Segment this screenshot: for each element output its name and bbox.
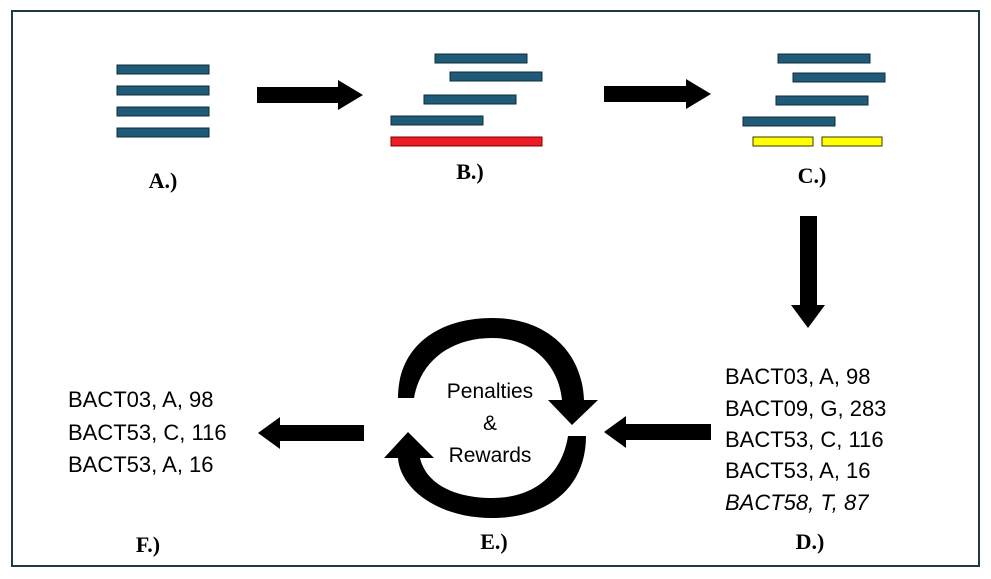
record-line: BACT53, C, 116	[725, 427, 884, 452]
cycle-text-penalties: Penalties	[447, 380, 533, 403]
consensus-bar	[752, 136, 814, 147]
read-bar	[116, 127, 210, 138]
panel-label-d: D.)	[796, 529, 825, 554]
cycle-text-ampersand: &	[483, 412, 497, 435]
panel-f-records: BACT03, A, 98 BACT53, C, 116 BACT53, A, …	[68, 387, 227, 477]
left-arrow-icon	[604, 416, 711, 448]
read-bar	[434, 53, 528, 64]
record-line: BACT03, A, 98	[725, 364, 871, 389]
record-line: BACT53, A, 16	[725, 458, 871, 483]
read-bar	[775, 95, 869, 106]
record-line: BACT09, G, 283	[725, 396, 886, 421]
consensus-bar	[821, 136, 883, 147]
panel-label-e: E.)	[480, 529, 508, 554]
panel-d-records: BACT03, A, 98 BACT09, G, 283 BACT53, C, …	[725, 364, 886, 515]
panel-b-alignment	[390, 53, 543, 147]
read-bar	[449, 71, 543, 82]
panel-label-b: B.)	[456, 159, 484, 184]
record-line: BACT53, C, 116	[68, 420, 227, 445]
down-arrow-icon	[791, 216, 825, 328]
record-line-filtered: BACT58, T, 87	[725, 490, 869, 515]
panel-label-f: F.)	[136, 532, 160, 557]
read-bar	[792, 72, 886, 83]
right-arrow-icon	[604, 79, 711, 109]
read-bar	[742, 116, 836, 127]
panel-label-c: C.)	[798, 163, 827, 188]
read-bar	[116, 85, 210, 96]
read-bar	[116, 64, 210, 75]
record-line: BACT53, A, 16	[68, 452, 214, 477]
cycle-text-rewards: Rewards	[449, 444, 532, 467]
reference-bar	[390, 136, 543, 147]
circular-arrows-icon	[384, 318, 598, 518]
panel-label-a: A.)	[149, 168, 178, 193]
right-arrow-icon	[257, 80, 363, 110]
read-bar	[116, 106, 210, 117]
panel-c-alignment	[742, 53, 886, 147]
panel-a-reads	[116, 64, 210, 138]
read-bar	[423, 94, 517, 105]
read-bar	[390, 115, 484, 126]
record-line: BACT03, A, 98	[68, 387, 214, 412]
left-arrow-icon	[258, 417, 364, 449]
read-bar	[777, 53, 871, 64]
